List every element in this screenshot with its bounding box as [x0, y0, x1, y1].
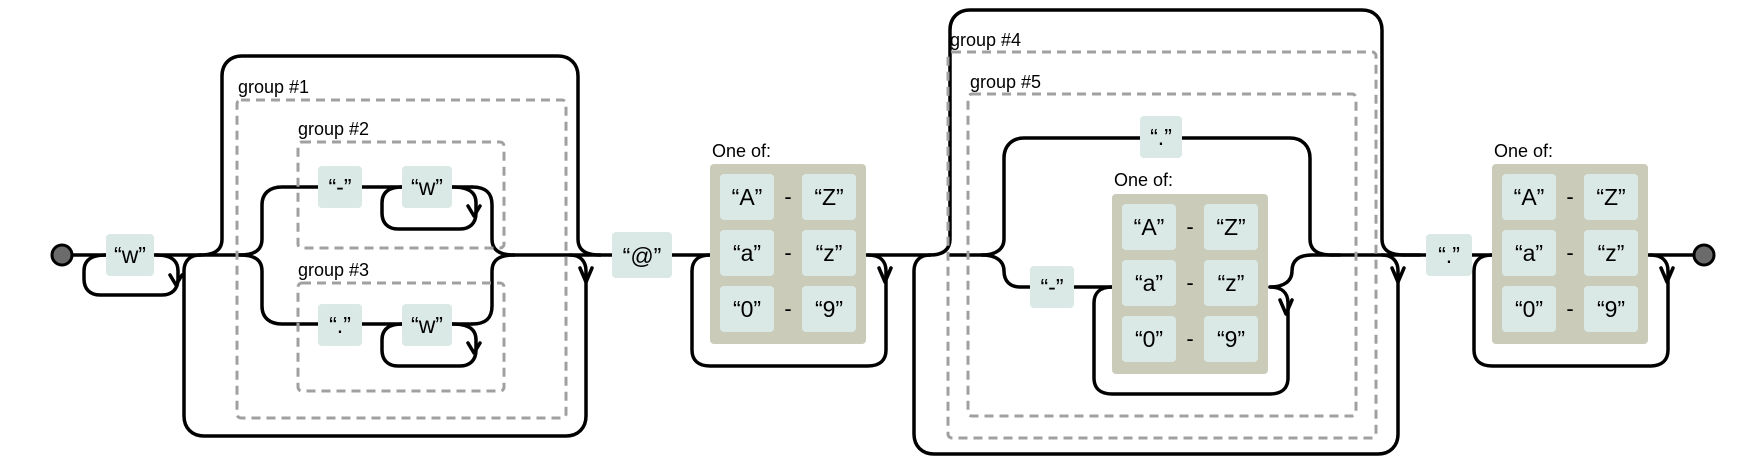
group-3-label: group #3	[298, 260, 369, 280]
svg-text:“.”: “.”	[1438, 242, 1460, 268]
charset-1-to-2: “9”	[802, 286, 856, 332]
charset-1-caption: One of:	[712, 141, 771, 161]
charset-3-to-2: “9”	[1584, 286, 1638, 332]
svg-text:“z”: “z”	[1598, 240, 1625, 266]
svg-text:“Z”: “Z”	[1216, 214, 1245, 240]
svg-text:“a”: “a”	[1135, 270, 1163, 296]
group-4-label: group #4	[950, 30, 1021, 50]
charset-1-sep-2: -	[784, 296, 791, 321]
charset-1: One of: “A” - “Z” “a” - “z” “0” - “9”	[710, 141, 866, 344]
svg-text:“0”: “0”	[1135, 326, 1163, 352]
svg-text:“0”: “0”	[733, 296, 761, 322]
charset-2-to-1: “z”	[1204, 260, 1258, 306]
literal-dash-2: “-”	[1030, 266, 1074, 308]
literal-w-1: “w”	[106, 234, 154, 276]
svg-text:“z”: “z”	[816, 240, 843, 266]
charset-2-sep-1: -	[1186, 270, 1193, 295]
svg-text:“a”: “a”	[733, 240, 761, 266]
svg-text:“-”: “-”	[1041, 274, 1064, 300]
charset-3-to-0: “Z”	[1584, 174, 1638, 220]
svg-text:“.”: “.”	[1150, 124, 1172, 150]
svg-text:“A”: “A”	[732, 184, 763, 210]
group-5-label: group #5	[970, 72, 1041, 92]
charset-3-caption: One of:	[1494, 141, 1553, 161]
svg-text:“w”: “w”	[411, 312, 443, 338]
svg-text:“Z”: “Z”	[1596, 184, 1625, 210]
literal-dot-1: “.”	[318, 304, 362, 346]
charset-1-to-1: “z”	[802, 230, 856, 276]
group-4: group #4	[946, 30, 1378, 440]
group-1-label: group #1	[238, 77, 309, 97]
literal-dash-1: “-”	[318, 166, 362, 208]
charset-3: One of: “A” - “Z” “a” - “z” “0” - “9”	[1492, 141, 1648, 344]
svg-text:“@”: “@”	[623, 243, 662, 269]
charset-1-sep-1: -	[784, 240, 791, 265]
svg-text:“A”: “A”	[1134, 214, 1165, 240]
literal-dot-2: “.”	[1140, 116, 1182, 158]
end-terminal	[1692, 243, 1716, 267]
svg-text:“9”: “9”	[815, 296, 843, 322]
charset-2-to-2: “9”	[1204, 316, 1258, 362]
charset-3-from-2: “0”	[1502, 286, 1556, 332]
charset-1-from-1: “a”	[720, 230, 774, 276]
group-2-label: group #2	[298, 119, 369, 139]
charset-3-from-0: “A”	[1502, 174, 1556, 220]
charset-2-sep-0: -	[1186, 214, 1193, 239]
svg-text:“9”: “9”	[1217, 326, 1245, 352]
svg-text:“-”: “-”	[329, 174, 352, 200]
charset-2-sep-2: -	[1186, 326, 1193, 351]
charset-1-from-0: “A”	[720, 174, 774, 220]
charset-3-sep-0: -	[1566, 184, 1573, 209]
charset-3-sep-2: -	[1566, 296, 1573, 321]
svg-text:“Z”: “Z”	[814, 184, 843, 210]
charset-2-from-2: “0”	[1122, 316, 1176, 362]
charset-3-sep-1: -	[1566, 240, 1573, 265]
charset-3-from-1: “a”	[1502, 230, 1556, 276]
svg-text:“z”: “z”	[1218, 270, 1245, 296]
group-1: group #1	[235, 77, 568, 420]
charset-1-from-2: “0”	[720, 286, 774, 332]
charset-2-to-0: “Z”	[1204, 204, 1258, 250]
svg-text:“w”: “w”	[114, 242, 146, 268]
start-terminal	[50, 243, 74, 267]
svg-text:“.”: “.”	[329, 312, 351, 338]
svg-text:“A”: “A”	[1514, 184, 1545, 210]
svg-text:“a”: “a”	[1515, 240, 1543, 266]
charset-3-to-1: “z”	[1584, 230, 1638, 276]
charset-2: One of: “A” - “Z” “a” - “z” “0” - “9”	[1112, 170, 1268, 374]
literal-at: “@”	[612, 232, 672, 278]
literal-dot-3: “.”	[1426, 234, 1472, 276]
svg-text:“w”: “w”	[411, 174, 443, 200]
charset-1-to-0: “Z”	[802, 174, 856, 220]
charset-2-from-0: “A”	[1122, 204, 1176, 250]
literal-w-3: “w”	[402, 304, 452, 346]
charset-2-caption: One of:	[1114, 170, 1173, 190]
charset-1-sep-0: -	[784, 184, 791, 209]
charset-2-from-1: “a”	[1122, 260, 1176, 306]
group-2: group #2	[296, 119, 506, 250]
svg-text:“0”: “0”	[1515, 296, 1543, 322]
literal-w-2: “w”	[402, 166, 452, 208]
group-3: group #3	[296, 260, 506, 393]
group-5: group #5	[966, 72, 1358, 418]
svg-text:“9”: “9”	[1597, 296, 1625, 322]
